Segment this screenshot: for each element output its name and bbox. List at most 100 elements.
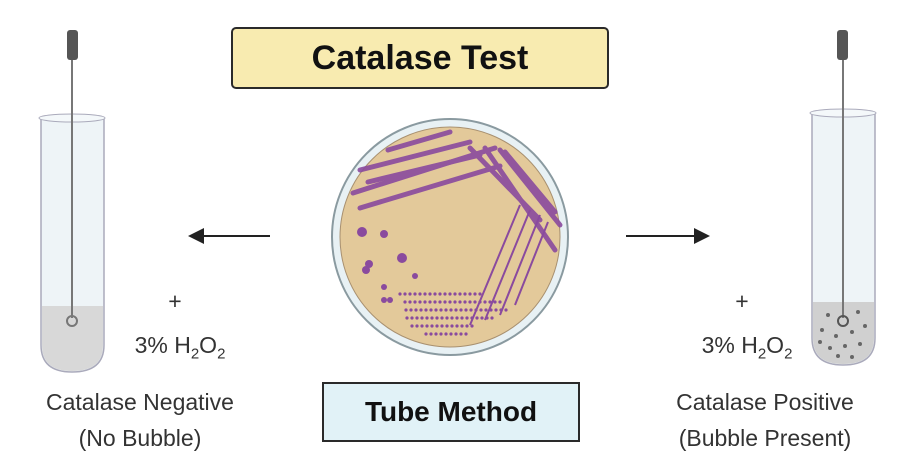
colony-dot — [473, 300, 477, 304]
colony-dot — [483, 300, 487, 304]
colony-dot — [489, 308, 493, 312]
colony-dot — [414, 308, 418, 312]
colony-dot — [420, 324, 424, 328]
colony-dot — [403, 300, 407, 304]
colony-dot — [493, 300, 497, 304]
colony-dot — [404, 308, 408, 312]
left-result: Catalase Negative — [46, 389, 234, 415]
colony-dot — [475, 316, 479, 320]
title-box: Catalase Test — [231, 27, 609, 89]
colony-dot — [484, 308, 488, 312]
colony-dot — [464, 332, 468, 336]
colony-dot — [423, 300, 427, 304]
right-plus: + — [735, 288, 749, 314]
negative-test-tube — [38, 30, 106, 373]
colony-dot — [433, 292, 437, 296]
colony-dot — [424, 332, 428, 336]
colony-dot — [435, 324, 439, 328]
colony-dot — [415, 316, 419, 320]
colony-dot — [435, 316, 439, 320]
colony-dot — [478, 292, 482, 296]
colony-dot — [428, 300, 432, 304]
colony-dot — [460, 324, 464, 328]
colony-dot — [459, 332, 463, 336]
colony-dot — [465, 316, 469, 320]
colony-dot — [469, 308, 473, 312]
method-label: Tube Method — [364, 396, 538, 427]
method-box: Tube Method — [322, 382, 580, 442]
colony-dot — [430, 316, 434, 320]
colony-dot — [488, 300, 492, 304]
colony-dot — [420, 316, 424, 320]
colony-dot — [443, 292, 447, 296]
colony-dot — [409, 308, 413, 312]
colony-dot — [449, 308, 453, 312]
colony-dot — [403, 292, 407, 296]
colony-dot — [494, 308, 498, 312]
colony-dot — [434, 308, 438, 312]
colony-dot — [445, 316, 449, 320]
colony-dot — [438, 292, 442, 296]
colony-dot — [433, 300, 437, 304]
colony-dot — [499, 308, 503, 312]
colony-dot — [468, 292, 472, 296]
colony-dot — [443, 300, 447, 304]
left-reagent: 3% H2O2 — [134, 332, 226, 363]
colony-dot — [410, 316, 414, 320]
colony-dot — [450, 324, 454, 328]
colony-dot — [413, 300, 417, 304]
colony-dot — [455, 324, 459, 328]
colony-dot — [478, 300, 482, 304]
colony-dot — [458, 292, 462, 296]
colony-dot — [464, 308, 468, 312]
left-plus: + — [168, 288, 182, 314]
colony-dot — [405, 316, 409, 320]
colony-dot — [504, 308, 508, 312]
colony-dot — [418, 300, 422, 304]
colony-dot — [479, 308, 483, 312]
colony-dot — [408, 292, 412, 296]
colony-dot — [480, 316, 484, 320]
colony-dot — [449, 332, 453, 336]
colony-dot — [458, 300, 462, 304]
colony-dot — [440, 324, 444, 328]
colony-dot — [425, 316, 429, 320]
colony-dot — [463, 300, 467, 304]
colony-dot — [473, 292, 477, 296]
colony-dot — [460, 316, 464, 320]
colony-dot — [448, 300, 452, 304]
colony-dot — [454, 332, 458, 336]
colony-dot — [439, 308, 443, 312]
colony-dot — [408, 300, 412, 304]
colony-dot — [444, 308, 448, 312]
colony-dot — [423, 292, 427, 296]
colony-dot — [440, 316, 444, 320]
colony-dot — [439, 332, 443, 336]
colony-dot — [459, 308, 463, 312]
colony-dot — [453, 300, 457, 304]
colony-dot — [425, 324, 429, 328]
colony-dot — [485, 316, 489, 320]
colony-dot — [470, 316, 474, 320]
colony-dot — [419, 308, 423, 312]
colony-dot — [455, 316, 459, 320]
colony-dot — [445, 324, 449, 328]
positive-test-tube — [809, 30, 877, 366]
colony-dot — [429, 308, 433, 312]
colony-dot — [453, 292, 457, 296]
colony-dot — [468, 300, 472, 304]
colony-dot — [454, 308, 458, 312]
colony-dot — [413, 292, 417, 296]
title: Catalase Test — [311, 38, 529, 77]
colony-dot — [448, 292, 452, 296]
colony-dot — [438, 300, 442, 304]
colony-dot — [398, 292, 402, 296]
colony-dot — [474, 308, 478, 312]
colony-dot — [410, 324, 414, 328]
colony-dot — [463, 292, 467, 296]
colony-dot — [418, 292, 422, 296]
colony-dot — [434, 332, 438, 336]
colony-dot — [498, 300, 502, 304]
colony-dot — [415, 324, 419, 328]
